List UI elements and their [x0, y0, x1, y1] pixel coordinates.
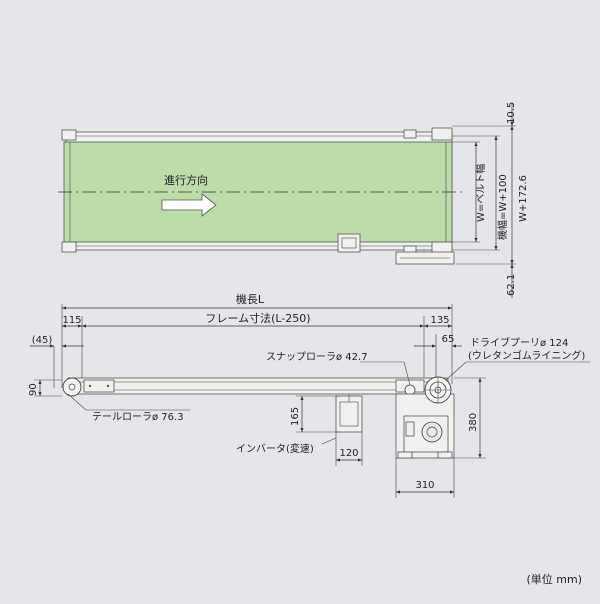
label-tail-roller: テールローラø 76.3	[92, 411, 184, 423]
dim-width-310: 310	[415, 480, 434, 491]
dim-overall-width: W+172.6	[518, 175, 529, 222]
dim-right-small: 65	[442, 334, 455, 345]
side-frame	[67, 377, 449, 395]
snap-roller	[404, 384, 416, 396]
dim-left-outer: (45)	[32, 335, 53, 346]
label-inverter: インバータ(変速)	[236, 442, 314, 455]
label-drive-pulley: ドライブプーリø 124	[470, 336, 568, 349]
dim-right-offset: 135	[430, 315, 449, 326]
direction-arrow-icon	[161, 193, 217, 217]
drive-unit	[395, 376, 455, 459]
dim-bottom-margin: 62.1	[506, 274, 517, 296]
dim-machine-width: 機幅=W+100	[496, 174, 509, 240]
dim-height-90: 90	[28, 383, 39, 396]
direction-label: 進行方向	[164, 173, 208, 187]
label-snap-roller: スナップローラ​ø 42.7	[266, 351, 368, 363]
side-view: 機長L 115 フレーム寸法(L-250) 135 (45) 65	[28, 292, 590, 498]
dim-height-165: 165	[290, 407, 301, 426]
dim-overall-length: 機長L	[236, 292, 265, 306]
inverter-unit	[335, 394, 363, 433]
dim-width-120: 120	[339, 448, 358, 459]
tail-roller	[62, 377, 82, 397]
dim-frame-length: フレーム寸法(L-250)	[205, 311, 310, 325]
dim-belt-width: W=ベルト幅	[474, 164, 487, 222]
dim-height-380: 380	[468, 413, 479, 432]
units-note: (単位 mm)	[526, 572, 582, 586]
dim-top-margin: 10.5	[506, 102, 517, 124]
label-drive-pulley-note: (ウレタンゴムライニング)	[468, 349, 585, 362]
top-view: 進行方向 W=ベルト幅 機幅=W+100 W+172.6 10.5	[58, 102, 529, 298]
dim-left-offset: 115	[62, 315, 81, 326]
